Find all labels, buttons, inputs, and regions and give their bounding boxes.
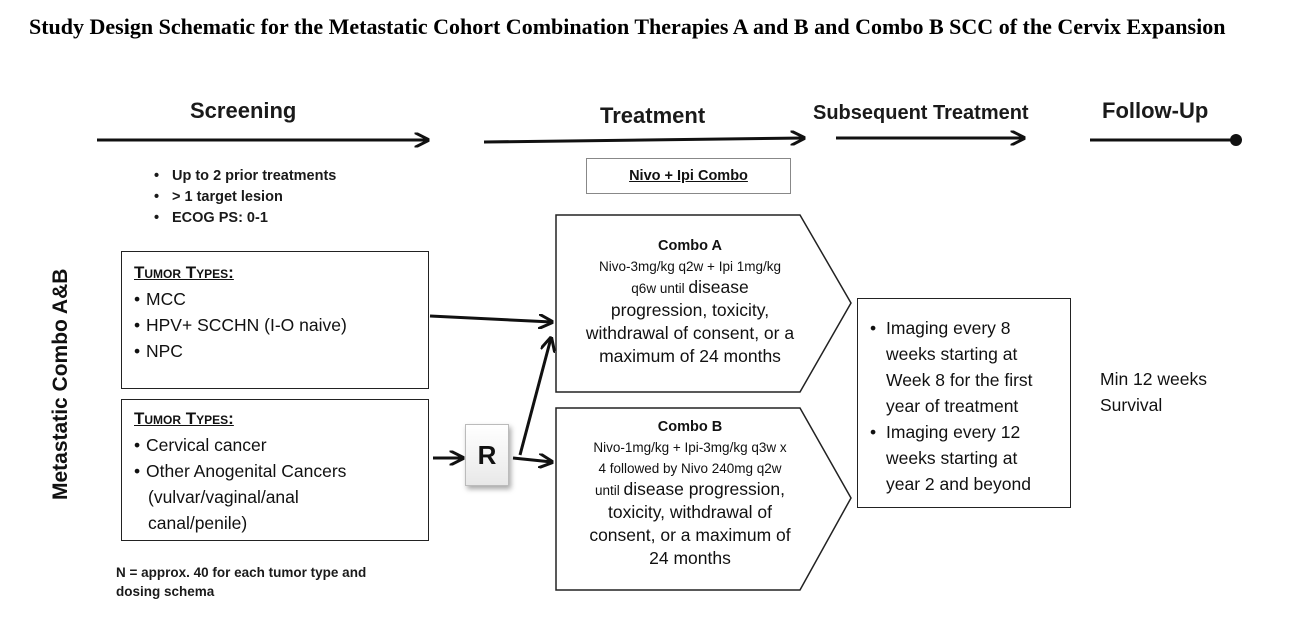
follow-up-line: Survival	[1100, 395, 1163, 415]
combo-b-dose-line: Nivo-1mg/kg + Ipi-3mg/kg q3w x	[593, 440, 787, 455]
tumor-type-item: HPV+ SCCHN (I-O naive)	[134, 312, 416, 338]
eligibility-criteria: Up to 2 prior treatments > 1 target lesi…	[150, 166, 336, 229]
tumor-type-item: MCC	[134, 286, 416, 312]
combo-b-end-line: 24 months	[649, 548, 731, 568]
arrow-randomize-to-combo-b	[512, 458, 552, 462]
tumor-type-item: NPC	[134, 338, 416, 364]
criteria-item: ECOG PS: 0-1	[150, 208, 336, 229]
combo-a-end-line: progression, toxicity,	[610, 300, 770, 320]
combo-a-dose-line: Nivo-3mg/kg q2w + Ipi 1mg/kg	[599, 259, 781, 274]
tumor-types-header: Tumor Types:	[134, 409, 234, 428]
imaging-item: Imaging every 8	[870, 315, 1060, 341]
imaging-item-continuation: year 2 and beyond	[886, 474, 1031, 494]
imaging-item-continuation: weeks starting at	[886, 448, 1018, 468]
imaging-item-continuation: weeks starting at	[886, 344, 1018, 364]
phase-follow-up: Follow-Up	[1102, 98, 1209, 123]
tumor-types-header: Tumor Types:	[134, 263, 234, 282]
imaging-item-continuation: Week 8 for the first	[886, 370, 1033, 390]
tumor-types-box-1: Tumor Types: MCC HPV+ SCCHN (I-O naive) …	[121, 251, 429, 389]
timeline-end-dot	[1230, 134, 1242, 146]
tumor-types-box-2: Tumor Types: Cervical cancer Other Anoge…	[121, 399, 429, 541]
combo-b-dose-line: until	[594, 483, 620, 498]
follow-up-line: Min 12 weeks	[1100, 369, 1207, 389]
combo-b-end-line: consent, or a maximum of	[589, 525, 791, 545]
criteria-item: Up to 2 prior treatments	[150, 166, 336, 187]
combo-b-end-line: toxicity, withdrawal of	[607, 502, 773, 522]
combo-regimen-label: Nivo + Ipi Combo	[586, 158, 791, 194]
phase-screening: Screening	[190, 98, 297, 123]
note-line: N = approx. 40 for each tumor type and	[116, 565, 367, 580]
tumor-type-item: Other Anogenital Cancers	[134, 458, 416, 484]
arrow-tumor1-to-combo-a	[429, 316, 552, 322]
criteria-item: > 1 target lesion	[150, 187, 336, 208]
combo-b-end-line: disease progression,	[623, 479, 785, 499]
note-line: dosing schema	[116, 584, 215, 599]
phase-subsequent-treatment: Subsequent Treatment	[813, 102, 1029, 124]
combo-a-dose-line: q6w until	[631, 281, 685, 296]
imaging-item: Imaging every 12	[870, 419, 1060, 445]
side-label: Metastatic Combo A&B	[49, 268, 72, 500]
combo-a-end-line: maximum of 24 months	[599, 346, 781, 366]
combo-b-dose-line: 4 followed by Nivo 240mg q2w	[598, 461, 782, 476]
phase-treatment: Treatment	[600, 103, 706, 128]
tumor-type-item: Cervical cancer	[134, 432, 416, 458]
figure-title: Study Design Schematic for the Metastati…	[29, 14, 1226, 39]
imaging-schedule-box: Imaging every 8 weeks starting at Week 8…	[857, 298, 1071, 508]
randomization-box: R	[465, 424, 509, 486]
arrow-randomize-to-combo-a	[518, 338, 551, 456]
combo-a-content: Combo A Nivo-3mg/kg q2w + Ipi 1mg/kg q6w…	[560, 236, 820, 368]
combo-a-title: Combo A	[658, 238, 722, 254]
imaging-item-continuation: year of treatment	[886, 396, 1019, 416]
combo-a-end-line: withdrawal of consent, or a	[585, 323, 795, 343]
combo-regimen-text: Nivo + Ipi Combo	[629, 168, 748, 184]
follow-up-text: Min 12 weeks Survival	[1100, 366, 1207, 418]
combo-b-title: Combo B	[657, 419, 723, 435]
combo-a-end-line: disease	[688, 277, 749, 297]
timeline-arrow-treatment	[483, 138, 804, 142]
sample-size-note: N = approx. 40 for each tumor type and d…	[116, 563, 366, 601]
tumor-type-continuation: canal/penile)	[148, 513, 248, 533]
tumor-type-continuation: (vulvar/vaginal/anal	[148, 487, 299, 507]
combo-b-content: Combo B Nivo-1mg/kg + Ipi-3mg/kg q3w x 4…	[560, 417, 820, 570]
